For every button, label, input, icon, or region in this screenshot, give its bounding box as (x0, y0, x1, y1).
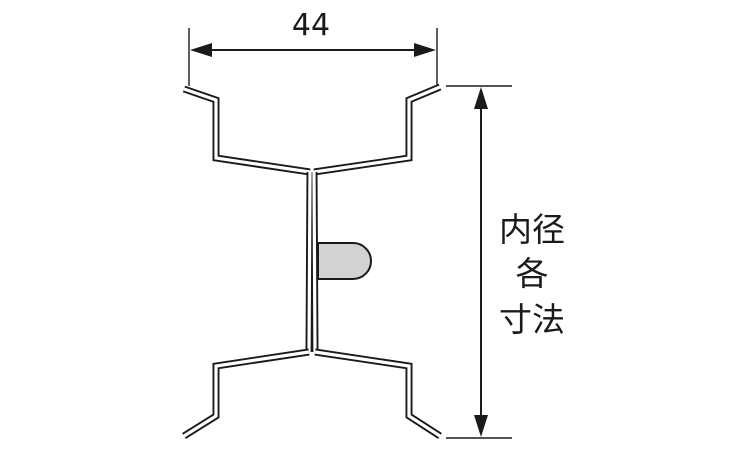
height-arrow-top (474, 87, 488, 109)
height-label-line-2: 各 (516, 254, 549, 293)
height-label-line-1: 内径 (499, 210, 565, 249)
rim-lower-right-flange (314, 348, 442, 439)
valve-stem-shape (317, 242, 372, 280)
height-arrow-bottom (474, 415, 488, 437)
rim-profile (182, 83, 442, 439)
width-dimension: 44 (188, 8, 438, 86)
width-dimension-value: 44 (292, 8, 330, 43)
rim-lower-left-flange (182, 348, 310, 439)
width-arrow-left (190, 43, 212, 57)
height-label-background (490, 205, 572, 340)
rim-upper-right-flange (313, 83, 442, 176)
width-arrow-right (414, 43, 436, 57)
rim-center-web (305, 171, 319, 353)
rim-upper-left-flange (182, 85, 311, 176)
height-label-line-3: 寸法 (499, 300, 565, 339)
height-dimension: 内径 各 寸法 (446, 85, 572, 439)
